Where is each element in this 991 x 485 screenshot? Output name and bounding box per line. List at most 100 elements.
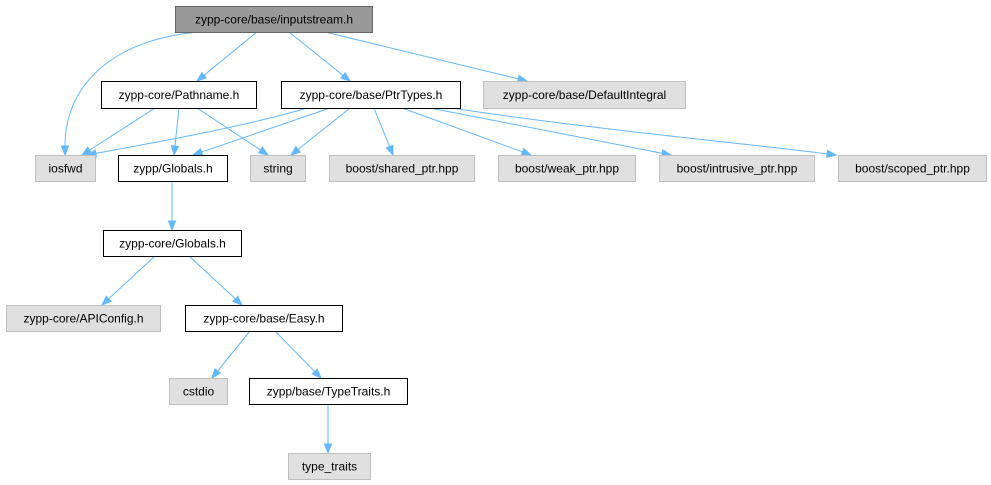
node-inputstream[interactable]: zypp-core/base/inputstream.h: [175, 6, 373, 33]
edge-arrowhead: [520, 147, 533, 156]
edge-easy-to-typetraits: [274, 330, 322, 379]
edge-line: [196, 107, 261, 151]
node-box: [169, 378, 228, 405]
node-box: [185, 305, 343, 332]
edge-arrowhead: [385, 144, 394, 157]
node-box: [175, 6, 373, 33]
node-box: [118, 155, 228, 182]
node-label: zypp-core/base/DefaultIntegral: [503, 88, 666, 102]
edge-ptrtypes-to-intrusive_ptr: [429, 107, 673, 158]
node-box: [281, 81, 461, 109]
edge-line: [429, 107, 663, 154]
edge-inputstream-to-pathname: [195, 31, 258, 82]
node-box: [103, 230, 242, 257]
edge-core_globals-to-easy: [188, 255, 244, 306]
edge-line: [274, 330, 316, 372]
node-ptrtypes[interactable]: zypp-core/base/PtrTypes.h: [281, 81, 461, 109]
node-shared-ptr: boost/shared_ptr.hpp: [329, 155, 475, 182]
node-typetraits[interactable]: zypp/base/TypeTraits.h: [249, 378, 408, 405]
node-label: zypp-core/base/Easy.h: [203, 312, 324, 326]
edge-inputstream-to-ptrtypes: [288, 31, 352, 82]
node-pathname[interactable]: zypp-core/Pathname.h: [101, 81, 257, 109]
edge-line: [203, 31, 258, 76]
node-string: string: [250, 155, 306, 182]
edge-line: [451, 107, 828, 155]
edge-arrowhead: [100, 295, 112, 306]
node-box: [250, 155, 306, 182]
node-weak-ptr: boost/weak_ptr.hpp: [498, 155, 636, 182]
edge-ptrtypes-to-iosfwd: [85, 107, 308, 158]
edge-line: [64, 31, 201, 147]
edge-core_globals-to-apiconfig: [100, 255, 156, 306]
node-zypp-globals[interactable]: zypp/Globals.h: [118, 155, 228, 182]
node-label: zypp-core/Globals.h: [119, 237, 226, 251]
edge-arrowhead: [339, 71, 352, 82]
node-label: cstdio: [183, 385, 215, 399]
node-label: zypp-core/Pathname.h: [119, 88, 240, 102]
edge-line: [288, 31, 344, 76]
node-apiconfig: zypp-core/APIConfig.h: [6, 305, 161, 332]
node-label: zypp-core/base/inputstream.h: [195, 13, 353, 27]
edge-line: [324, 31, 519, 80]
edge-ptrtypes-to-weak_ptr: [401, 107, 533, 156]
node-label: zypp-core/base/PtrTypes.h: [300, 88, 443, 102]
edge-line: [217, 330, 251, 372]
edge-arrowhead: [80, 146, 93, 156]
node-box: [483, 81, 686, 109]
edge-line: [401, 107, 523, 153]
edge-arrowhead: [60, 145, 70, 157]
node-box: [288, 453, 371, 480]
edge-line: [201, 107, 331, 153]
edge-arrowhead: [257, 146, 270, 156]
node-label: zypp-core/APIConfig.h: [23, 312, 143, 326]
edge-ptrtypes-to-shared_ptr: [373, 107, 394, 157]
node-defaultintegral: zypp-core/base/DefaultIntegral: [483, 81, 686, 109]
edge-arrowhead: [170, 145, 180, 157]
node-box: [101, 81, 257, 109]
node-cstdio: cstdio: [169, 378, 228, 405]
edge-pathname-to-string: [196, 107, 270, 156]
node-label: boost/intrusive_ptr.hpp: [677, 162, 798, 176]
edge-arrowhead: [826, 149, 838, 158]
node-label: iosfwd: [48, 162, 82, 176]
node-box: [498, 155, 636, 182]
edge-arrowhead: [311, 368, 322, 379]
edge-line: [108, 255, 156, 300]
node-label: zypp/Globals.h: [133, 162, 212, 176]
node-intrusive-ptr: boost/intrusive_ptr.hpp: [659, 155, 815, 182]
edge-pathname-to-iosfwd: [80, 107, 156, 156]
node-box: [659, 155, 815, 182]
nodes-layer: zypp-core/base/inputstream.h zypp-core/Pa…: [6, 6, 987, 480]
edge-arrowhead: [195, 71, 208, 82]
edge-inputstream-to-iosfwd: [60, 31, 201, 157]
node-label: boost/scoped_ptr.hpp: [855, 162, 970, 176]
edge-ptrtypes-to-string: [289, 107, 351, 156]
edge-easy-to-cstdio: [211, 330, 251, 380]
node-label: type_traits: [302, 460, 357, 474]
edge-arrowhead: [232, 295, 244, 306]
edge-line: [89, 107, 156, 151]
node-box: [6, 305, 161, 332]
node-iosfwd: iosfwd: [35, 155, 96, 182]
edge-line: [188, 255, 236, 300]
edge-ptrtypes-to-scoped_ptr: [451, 107, 838, 158]
edge-zypp_globals-to-core_globals: [167, 181, 177, 232]
node-scoped-ptr: boost/scoped_ptr.hpp: [838, 155, 987, 182]
node-core-globals[interactable]: zypp-core/Globals.h: [103, 230, 242, 257]
edge-line: [174, 107, 180, 147]
node-label: boost/shared_ptr.hpp: [346, 162, 459, 176]
edge-line: [297, 107, 351, 150]
node-box: [249, 378, 408, 405]
edge-line: [373, 107, 391, 147]
edge-arrowhead: [211, 367, 222, 380]
node-box: [329, 155, 475, 182]
edge-typetraits-to-type_traits: [323, 404, 333, 455]
node-label: zypp/base/TypeTraits.h: [267, 385, 391, 399]
node-label: string: [263, 162, 292, 176]
node-box: [35, 155, 96, 182]
node-type-traits: type_traits: [288, 453, 371, 480]
edge-inputstream-to-defaultintegral: [324, 31, 529, 83]
edge-arrowhead: [323, 443, 333, 455]
node-easy[interactable]: zypp-core/base/Easy.h: [185, 305, 343, 332]
